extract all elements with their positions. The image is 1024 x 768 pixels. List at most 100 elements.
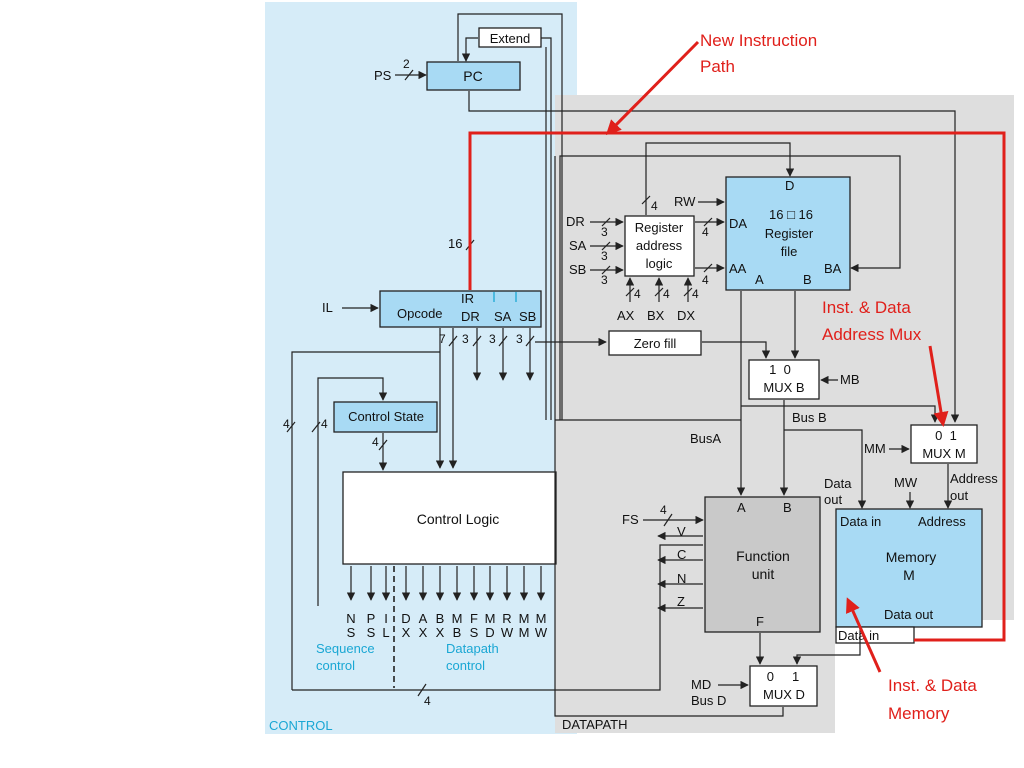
control-logic-block: [342, 471, 557, 565]
ps-signal: PS: [374, 68, 392, 83]
width-sa: 3: [489, 332, 496, 346]
extend-label: Extend: [490, 31, 530, 46]
pc-label: PC: [463, 68, 482, 84]
datapath-region-label: DATAPATH: [562, 717, 627, 732]
data-out-1: Data: [824, 476, 852, 491]
control-output-label-bottom: S: [347, 625, 356, 640]
fu-line-2: unit: [752, 566, 775, 582]
control-output-label-top: P: [367, 611, 376, 626]
ral-line-1: Register: [635, 220, 684, 235]
rf-port-b: B: [803, 272, 812, 287]
memory-line-2: M: [903, 567, 915, 583]
dr-signal: DR: [566, 214, 585, 229]
rf-port-aa: AA: [729, 261, 747, 276]
control-region-label: CONTROL: [269, 718, 333, 733]
control-output-label-bottom: B: [453, 625, 462, 640]
width-aa: 4: [702, 273, 709, 287]
ir-label: IR: [461, 291, 474, 306]
control-state-block: [333, 401, 438, 433]
mux-note-2: Address Mux: [822, 325, 922, 344]
control-output-label-top: R: [502, 611, 511, 626]
sa-signal: SA: [569, 238, 587, 253]
zero-fill-block: [608, 330, 702, 356]
ir-field-sb: SB: [519, 309, 536, 324]
control-output-label-top: B: [436, 611, 445, 626]
control-output-label-top: A: [419, 611, 428, 626]
width-sa-in: 3: [601, 249, 608, 263]
width-dx: 4: [692, 287, 699, 301]
width-da: 4: [702, 225, 709, 239]
width-fs: 4: [660, 503, 667, 517]
control-output-label-bottom: X: [436, 625, 445, 640]
data-out-2: out: [824, 492, 842, 507]
memory-data-in-bottom: Data in: [838, 628, 879, 643]
dx-label: DX: [677, 308, 695, 323]
mux-m-line-2: MUX M: [922, 446, 965, 461]
bus-d-label: Bus D: [691, 693, 726, 708]
bus-b-label: Bus B: [792, 410, 827, 425]
control-output-label-top: N: [346, 611, 355, 626]
rf-port-ba: BA: [824, 261, 842, 276]
width-state-in: 4: [321, 417, 328, 431]
mux-b-line-1: 1 0: [769, 362, 791, 377]
fs-signal: FS: [622, 512, 639, 527]
rf-port-d: D: [785, 178, 794, 193]
memory-data-out: Data out: [884, 607, 934, 622]
datapath-control-label-2: control: [446, 658, 485, 673]
memory-data-in: Data in: [840, 514, 881, 529]
mux-m-block: [910, 424, 978, 464]
fu-port-b: B: [783, 500, 792, 515]
control-output-label-top: I: [384, 611, 388, 626]
rf-line-1: 16 □ 16: [769, 207, 813, 222]
flag-z: Z: [677, 594, 685, 609]
ps-width: 2: [403, 57, 410, 71]
instruction-width: 16: [448, 236, 462, 251]
flag-v: V: [677, 524, 686, 539]
bus-a-label: BusA: [690, 431, 721, 446]
control-output-label-top: F: [470, 611, 478, 626]
memory-line-1: Memory: [886, 549, 937, 565]
width-sb-in: 3: [601, 273, 608, 287]
control-output-label-top: M: [452, 611, 463, 626]
mux-d-line-2: MUX D: [763, 687, 805, 702]
width-dr-in: 3: [601, 225, 608, 239]
control-output-label-bottom: X: [419, 625, 428, 640]
width-sb: 3: [516, 332, 523, 346]
address-out-2: out: [950, 488, 968, 503]
ral-line-3: logic: [646, 256, 673, 271]
control-output-label-bottom: S: [470, 625, 479, 640]
mux-d-line-1: 0 1: [767, 669, 800, 684]
il-signal: IL: [322, 300, 333, 315]
width-dr: 3: [462, 332, 469, 346]
control-output-label-top: M: [485, 611, 496, 626]
mem-note-1: Inst. & Data: [888, 676, 977, 695]
mw-signal: MW: [894, 475, 918, 490]
rf-port-a: A: [755, 272, 764, 287]
new-path-note-2: Path: [700, 57, 735, 76]
mm-signal: MM: [864, 441, 886, 456]
control-output-label-bottom: M: [519, 625, 530, 640]
register-file-block: [725, 176, 851, 291]
width-bottom-loop: 4: [424, 694, 431, 708]
control-output-label-bottom: D: [485, 625, 494, 640]
sequence-control-label-2: control: [316, 658, 355, 673]
control-output-label-bottom: X: [402, 625, 411, 640]
mux-b-block: [748, 359, 820, 400]
pc-block: [426, 61, 521, 91]
width-opcode: 7: [439, 332, 446, 346]
new-path-note-1: New Instruction: [700, 31, 817, 50]
rf-port-da: DA: [729, 216, 747, 231]
control-output-label-top: M: [519, 611, 530, 626]
width-bx: 4: [663, 287, 670, 301]
mux-m-line-1: 0 1: [935, 428, 957, 443]
address-out-1: Address: [950, 471, 998, 486]
rw-signal: RW: [674, 194, 696, 209]
memory-data-in-port: [835, 626, 915, 644]
sb-signal: SB: [569, 262, 586, 277]
width-ax: 4: [634, 287, 641, 301]
mux-b-line-2: MUX B: [763, 380, 804, 395]
control-output-label-top: D: [401, 611, 410, 626]
fu-port-a: A: [737, 500, 746, 515]
